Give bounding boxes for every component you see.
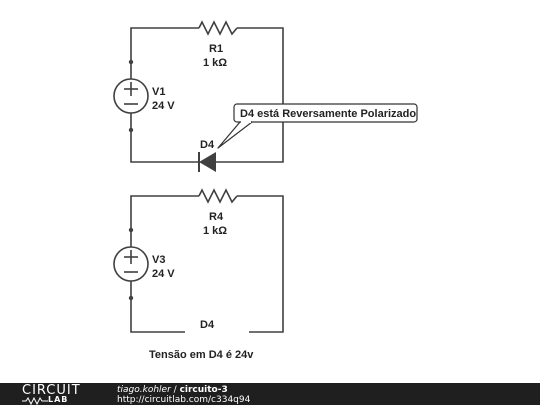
callout-text: D4 está Reversamente Polarizado (240, 108, 416, 120)
project-name[interactable]: circuito-3 (179, 385, 228, 395)
v1-value-label: 24 V (152, 100, 175, 112)
circuit-diagram: R1 1 kΩ V1 24 V D4 D4 está Reversamente … (113, 20, 418, 361)
r4-value-label: 1 kΩ (203, 225, 227, 237)
v3-value-label: 24 V (152, 268, 175, 280)
logo-resistor-icon (22, 397, 48, 405)
footer-bar: CIRCUIT LAB tiago.kohler / circuito-3 ht… (0, 383, 540, 405)
r4-name-label: R4 (209, 211, 224, 223)
author-link[interactable]: tiago.kohler (117, 385, 171, 395)
circuit1-wires (130, 27, 284, 163)
circuitlab-logo[interactable]: CIRCUIT LAB (22, 383, 81, 405)
circuit-2: R4 1 kΩ V3 24 V D4 (113, 188, 284, 333)
resistor-r1-symbol (198, 20, 238, 36)
resistor-r4-symbol (198, 188, 238, 204)
r1-value-label: 1 kΩ (203, 57, 227, 69)
callout-box: D4 está Reversamente Polarizado (217, 103, 418, 149)
v1-name-label: V1 (152, 86, 165, 98)
circuit-1: R1 1 kΩ V1 24 V D4 D4 está Reversamente … (113, 20, 418, 172)
circuit-url[interactable]: http://circuitlab.com/c334q94 (117, 395, 251, 405)
d4-gap-label: D4 (200, 319, 215, 331)
node-dot (128, 295, 134, 301)
v3-name-label: V3 (152, 254, 165, 266)
logo-top-text: CIRCUIT (22, 383, 81, 398)
logo-bottom-text: LAB (48, 395, 69, 404)
node-dot (128, 59, 134, 65)
circuit-meta: tiago.kohler / circuito-3 http://circuit… (117, 385, 250, 405)
voltage-note: Tensão em D4 é 24v (149, 349, 254, 361)
r1-name-label: R1 (209, 43, 223, 55)
path-separator: / (170, 385, 180, 395)
node-dot (128, 227, 134, 233)
d4-name-label: D4 (200, 139, 215, 151)
node-dot (128, 127, 134, 133)
diode-d4-symbol (198, 152, 216, 172)
circuit2-wires (130, 195, 284, 333)
